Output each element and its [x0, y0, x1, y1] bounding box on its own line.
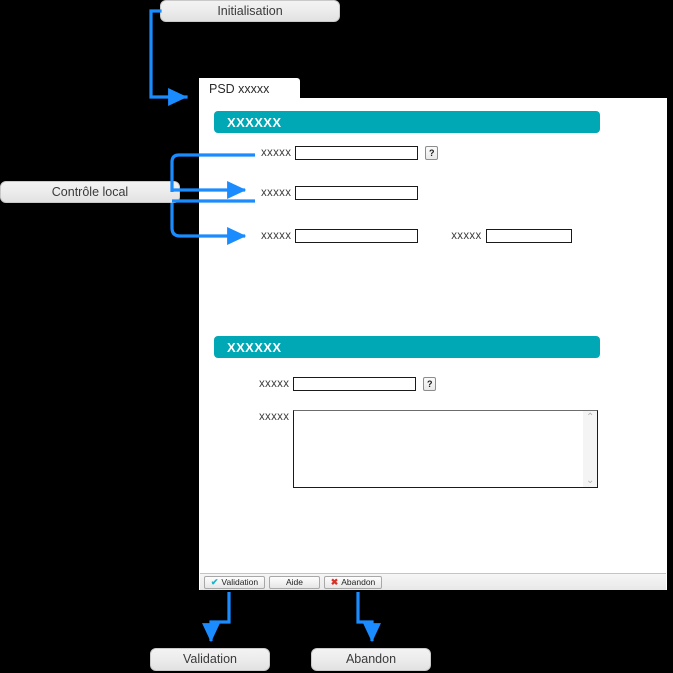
comment-textarea[interactable]: ⌃ ⌄	[293, 410, 599, 488]
form-row-3: xxxxx xxxxx	[261, 229, 572, 243]
field-label-5: xxxxx	[259, 378, 290, 390]
arrow-abandon-button-to-box	[356, 592, 381, 643]
field-input-4[interactable]	[485, 229, 572, 243]
help-button-1-label: ?	[429, 147, 435, 158]
field-label-2: xxxxx	[261, 187, 292, 199]
help-button-1[interactable]: ?	[425, 146, 439, 160]
arrow-initialisation-to-tab	[149, 9, 188, 106]
section-header-2: XXXXXX	[214, 336, 600, 358]
dialog-toolbar: ✔ Validation Aide ✖ Abandon	[200, 573, 666, 590]
annotation-abandon[interactable]: Abandon	[311, 648, 431, 671]
tab-psd[interactable]: PSD xxxxx	[199, 78, 300, 99]
field-label-4: xxxxx	[451, 230, 482, 242]
form-row-1: xxxxx ?	[261, 146, 439, 160]
annotation-controle-local-label: Contrôle local	[51, 184, 129, 199]
aide-button-label: Aide	[285, 576, 303, 587]
help-button-2[interactable]: ?	[423, 377, 437, 391]
aide-button[interactable]: Aide	[269, 575, 320, 589]
form-row-2: xxxxx	[261, 186, 419, 200]
field-input-3[interactable]	[295, 229, 419, 243]
annotation-validation[interactable]: Validation	[150, 648, 270, 671]
section-header-2-label: XXXXXX	[227, 339, 282, 355]
annotation-controle-local[interactable]: Contrôle local	[0, 181, 180, 203]
textarea-scrollbar[interactable]: ⌃ ⌄	[583, 411, 598, 487]
validation-button[interactable]: ✔ Validation	[204, 575, 265, 589]
annotation-initialisation-label: Initialisation	[217, 3, 283, 18]
check-icon: ✔	[210, 576, 219, 587]
textarea-label: xxxxx	[259, 411, 290, 423]
field-input-5[interactable]	[293, 377, 417, 391]
scroll-up-icon[interactable]: ⌃	[586, 412, 595, 423]
field-input-1[interactable]	[295, 146, 419, 160]
tab-psd-label: PSD xxxxx	[209, 81, 270, 96]
annotation-validation-label: Validation	[183, 652, 237, 667]
field-label-1: xxxxx	[261, 147, 292, 159]
textarea-row: xxxxx ⌃ ⌄	[259, 410, 599, 488]
annotation-abandon-label: Abandon	[345, 652, 397, 667]
field-label-3: xxxxx	[261, 230, 292, 242]
arrow-validation-button-to-box	[202, 592, 231, 643]
scroll-down-icon[interactable]: ⌄	[586, 475, 595, 486]
abandon-button-label: Abandon	[341, 576, 376, 587]
annotation-initialisation[interactable]: Initialisation	[160, 0, 340, 22]
validation-button-label: Validation	[221, 576, 259, 587]
dialog-panel: XXXXXX xxxxx ? xxxxx xxxxx xxxxx XXXXXX	[199, 98, 667, 590]
form-row-4: xxxxx ?	[259, 377, 437, 391]
section-header-1: XXXXXX	[214, 111, 600, 133]
section-header-1-label: XXXXXX	[227, 114, 282, 130]
cross-icon: ✖	[330, 576, 339, 587]
help-button-2-label: ?	[427, 378, 433, 389]
field-input-2[interactable]	[295, 186, 419, 200]
abandon-button[interactable]: ✖ Abandon	[324, 575, 382, 589]
